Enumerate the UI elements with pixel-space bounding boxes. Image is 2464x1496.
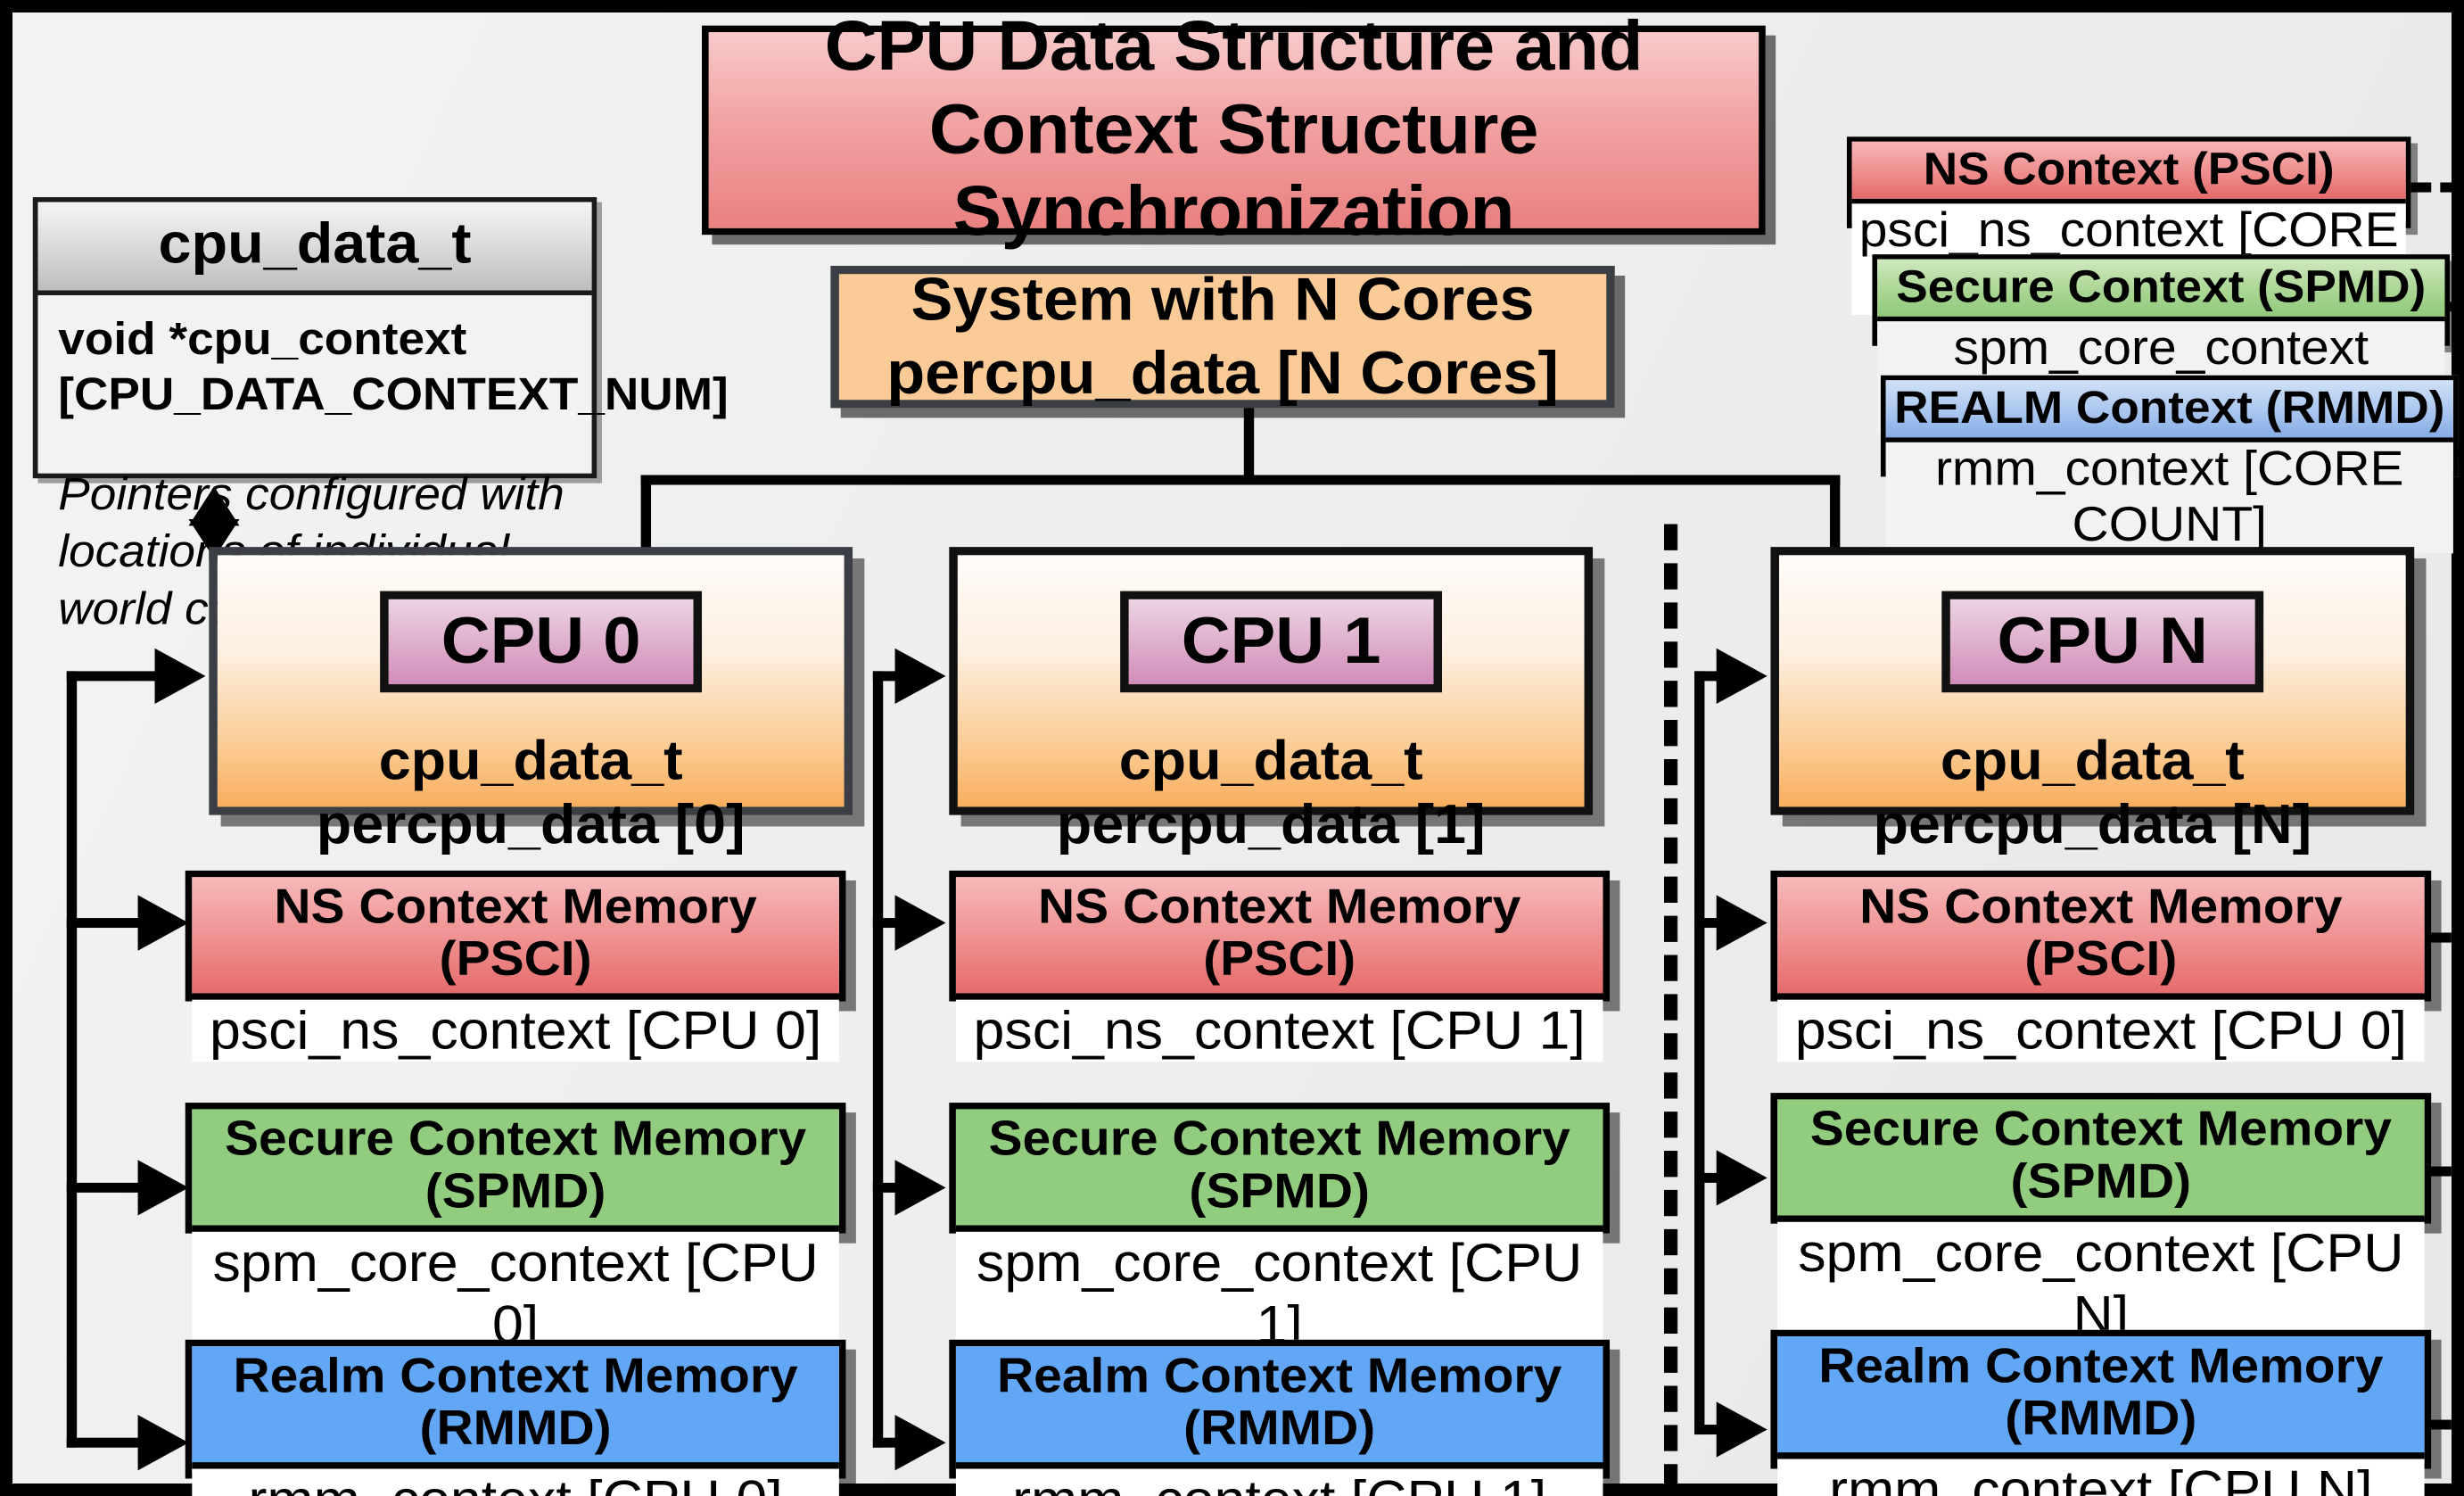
- cpu-data-t-header: cpu_data_t: [37, 202, 592, 295]
- cpu-n-ns-arrow: [1716, 895, 1768, 951]
- cpu-0-bus-to-panel: [66, 671, 159, 682]
- system-box-text: System with N Cores percpu_data [N Cores…: [886, 264, 1559, 409]
- cpu-n-chip-label: CPU N: [1997, 605, 2208, 677]
- cpu-data-t-box: cpu_data_t void *cpu_context [CPU_DATA_C…: [32, 197, 729, 634]
- cpu-1-realm-context-body: rmm_context [CPU 1]: [955, 1468, 1603, 1496]
- cpu-data-link-arrow-up: [188, 486, 240, 526]
- tree-trunk: [1243, 408, 1255, 481]
- cpu-1-panel: CPU 1 cpu_data_t percpu_data [1]: [949, 547, 1594, 855]
- cpu-n-realm-arrow: [1716, 1401, 1768, 1458]
- cpu-1-ns-context-header: NS Context Memory (PSCI): [955, 877, 1603, 1000]
- cpu-0-caption: cpu_data_t percpu_data [0]: [316, 730, 746, 856]
- cpu-0-ns-context-body: psci_ns_context [CPU 0]: [192, 999, 839, 1062]
- cpu-data-t-field: void *cpu_context [CPU_DATA_CONTEXT_NUM]: [58, 313, 729, 420]
- diagram-inner-canvas: CPU Data Structure and Context Structure…: [12, 7, 2464, 1496]
- cpu-1-realm-context-header: Realm Context Memory (RMMD): [955, 1346, 1603, 1469]
- cpu-0-realm-context-header: Realm Context Memory (RMMD): [192, 1346, 839, 1469]
- cpu-0-bus-to-realm: [66, 1437, 142, 1448]
- system-line-2: percpu_data [N Cores]: [886, 338, 1559, 406]
- cpu-0-realm-context-body: rmm_context [CPU 0]: [192, 1468, 839, 1496]
- cpu-n-bus-to-sec: [1694, 1172, 1727, 1183]
- tree-branch-cpun: [1829, 475, 1841, 549]
- cpu-n-bus-to-ns: [1694, 918, 1727, 929]
- cpu-1-bus-to-realm: [872, 1437, 905, 1448]
- cpu-1-bus-to-ns: [872, 918, 905, 929]
- cpu-0-ns-context: NS Context Memory (PSCI) psci_ns_context…: [185, 870, 846, 1062]
- cpu-n-realm-context: Realm Context Memory (RMMD) rmm_context …: [1770, 1329, 2432, 1496]
- cpu-n-ns-context: NS Context Memory (PSCI) psci_ns_context…: [1770, 870, 2432, 1062]
- cpu-n-caption: cpu_data_t percpu_data [N]: [1873, 730, 2312, 856]
- cpu-n-secure-context: Secure Context Memory (SPMD) spm_core_co…: [1770, 1093, 2432, 1347]
- cpu-n-realm-context-body: rmm_context [CPU N]: [1777, 1459, 2425, 1496]
- cpu-n-secure-arrow: [1716, 1150, 1768, 1206]
- cpu-0-ns-arrow: [137, 895, 189, 951]
- cpu-n-bus-to-realm: [1694, 1425, 1727, 1435]
- cpu-1-ns-arrow: [894, 895, 946, 951]
- global-ns-context-box: NS Context (PSCI) psci_ns_context [CORE …: [1846, 136, 2411, 316]
- cpu-1-bus-to-panel: [872, 671, 905, 682]
- cpu-1-realm-arrow: [894, 1415, 946, 1471]
- ns-dash-top: [2410, 182, 2464, 193]
- cpu-1-ns-context: NS Context Memory (PSCI) psci_ns_context…: [949, 870, 1611, 1062]
- cpu-0-chip-label: CPU 0: [441, 605, 641, 677]
- cpu-0-realm-arrow: [137, 1415, 189, 1471]
- global-realm-context-box: REALM Context (RMMD) rmm_context [CORE C…: [1880, 375, 2459, 555]
- cpu-0-bus-to-sec: [66, 1182, 142, 1193]
- cpu-1-secure-context-header: Secure Context Memory (SPMD): [955, 1109, 1603, 1232]
- global-secure-context-box: Secure Context (SPMD) spm_core_context […: [1872, 254, 2451, 434]
- cpu-0-chip: CPU 0: [380, 591, 703, 693]
- secure-dash-top: [2450, 302, 2464, 312]
- cpu-1-chip-label: CPU 1: [1181, 605, 1381, 677]
- cpu-1-realm-context: Realm Context Memory (RMMD) rmm_context …: [949, 1339, 1611, 1496]
- cpu-n-chip: CPU N: [1941, 591, 2264, 693]
- global-ns-context-header: NS Context (PSCI): [1851, 141, 2406, 205]
- tree-crossbar: [640, 475, 1841, 485]
- cpu-0-panel-arrow: [154, 648, 206, 705]
- system-box: System with N Cores percpu_data [N Cores…: [830, 264, 1615, 409]
- cpu-0-secure-arrow: [137, 1160, 189, 1216]
- cpu-1-secure-context: Secure Context Memory (SPMD) spm_core_co…: [949, 1103, 1611, 1357]
- cpu-n-panel-arrow: [1716, 648, 1768, 705]
- tree-branch-cpu0: [640, 475, 652, 549]
- cpu-0-secure-context-header: Secure Context Memory (SPMD): [192, 1109, 839, 1232]
- ns-dash-bottom: [2431, 932, 2464, 943]
- global-realm-context-body: rmm_context [CORE COUNT]: [1885, 442, 2453, 555]
- cpu-0-secure-context: Secure Context Memory (SPMD) spm_core_co…: [185, 1103, 846, 1357]
- realm-dash-bottom: [2431, 1419, 2464, 1430]
- cpu-1-caption: cpu_data_t percpu_data [1]: [1056, 730, 1486, 856]
- cpu-0-bus-to-ns: [66, 918, 142, 929]
- cpu-0-ns-context-header: NS Context Memory (PSCI): [192, 877, 839, 1000]
- cpu-n-bus-to-panel: [1694, 671, 1727, 682]
- realm-dash-top: [2458, 447, 2464, 458]
- cpu-n-secure-context-header: Secure Context Memory (SPMD): [1777, 1099, 2425, 1222]
- cpu-0-secure-context-body: spm_core_context [CPU 0]: [192, 1231, 839, 1357]
- cpu-1-bus-to-sec: [872, 1182, 905, 1193]
- cpu-0-realm-context: Realm Context Memory (RMMD) rmm_context …: [185, 1339, 846, 1496]
- column-divider: [1663, 524, 1678, 1496]
- cpu-1-chip: CPU 1: [1120, 591, 1443, 693]
- cpu-0-bus: [66, 671, 78, 1448]
- cpu-1-panel-arrow: [894, 648, 946, 705]
- cpu-n-bus: [1694, 671, 1705, 1435]
- system-line-1: System with N Cores: [911, 266, 1535, 334]
- cpu-n-realm-context-header: Realm Context Memory (RMMD): [1777, 1336, 2425, 1459]
- global-secure-context-header: Secure Context (SPMD): [1877, 259, 2445, 323]
- cpu-1-ns-context-body: psci_ns_context [CPU 1]: [955, 999, 1603, 1062]
- cpu-n-secure-context-body: spm_core_context [CPU N]: [1777, 1221, 2425, 1347]
- diagram-title: CPU Data Structure and Context Structure…: [702, 7, 1766, 252]
- global-realm-context-header: REALM Context (RMMD): [1885, 380, 2453, 443]
- cpu-n-panel: CPU N cpu_data_t percpu_data [N]: [1770, 547, 2415, 855]
- cpu-n-ns-context-header: NS Context Memory (PSCI): [1777, 877, 2425, 1000]
- cpu-1-bus: [872, 671, 884, 1448]
- secure-dash-bottom: [2431, 1166, 2464, 1177]
- cpu-n-ns-context-body: psci_ns_context [CPU 0]: [1777, 999, 2425, 1062]
- cpu-1-secure-arrow: [894, 1160, 946, 1216]
- diagram-title-text: CPU Data Structure and Context Structure…: [824, 7, 1644, 252]
- cpu-1-secure-context-body: spm_core_context [CPU 1]: [955, 1231, 1603, 1357]
- cpu-0-panel: CPU 0 cpu_data_t percpu_data [0]: [209, 547, 853, 855]
